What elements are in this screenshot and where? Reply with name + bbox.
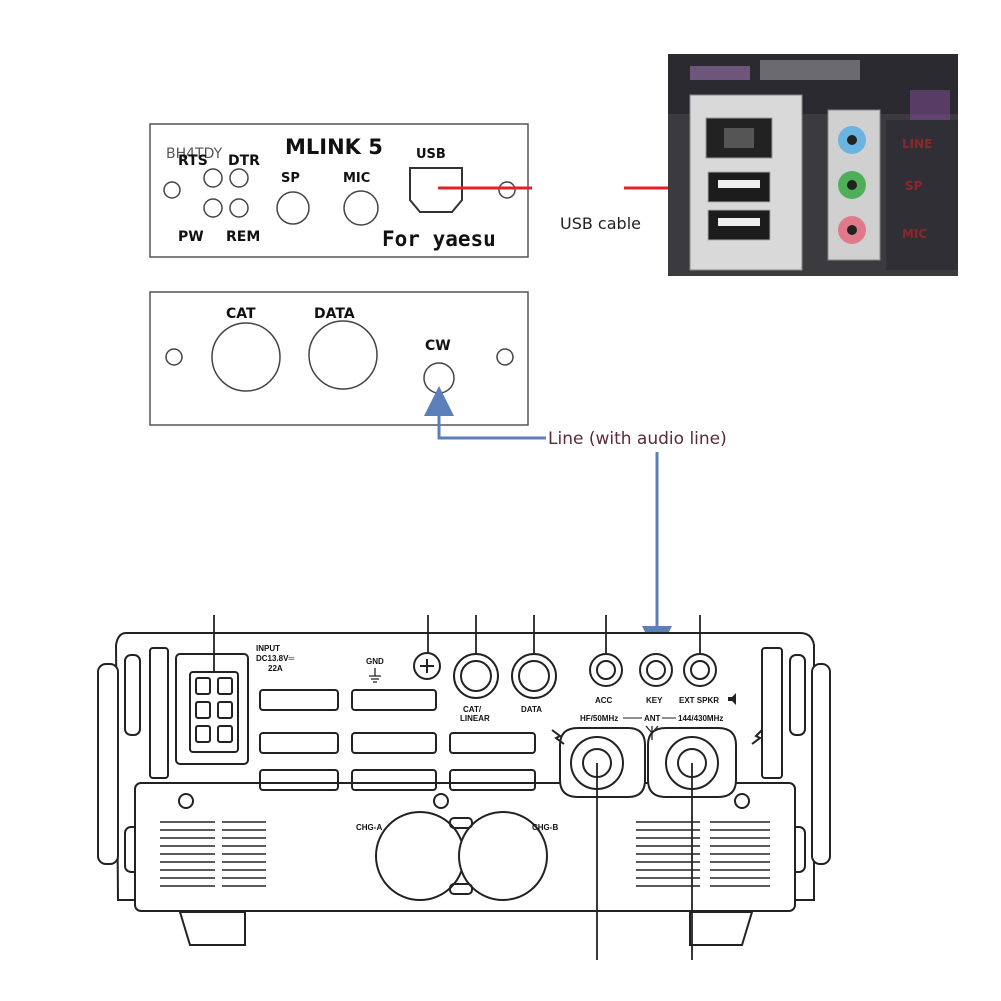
input-voltage-label: DC13.8V═ (256, 654, 294, 663)
key-label: KEY (646, 696, 663, 705)
mlink-front-panel: BH4TDY RTS DTR MLINK 5 USB SP MIC PW REM… (149, 123, 529, 258)
mic-jack (343, 190, 379, 226)
rem-label: REM (226, 229, 260, 245)
usb-cable-label: USB cable (560, 214, 641, 233)
cw-jack (423, 362, 455, 394)
screw (433, 793, 449, 809)
input-label: INPUT (256, 644, 280, 653)
usb-b-port (409, 167, 463, 213)
ground-symbol-icon (369, 668, 381, 683)
antenna-symbol-icon (645, 725, 659, 740)
data-port-label: DATA (314, 306, 355, 322)
device-subtitle: For yaesu (382, 227, 496, 251)
dc-power-connector (189, 671, 239, 753)
line-label: Line (with audio line) (548, 429, 727, 449)
cat-port-label: CAT (226, 306, 256, 322)
ext-spkr-label: EXT SPKR (679, 696, 719, 705)
vent-grille-left (160, 821, 266, 887)
acc-jack (589, 653, 623, 687)
radio-rear-panel (97, 615, 831, 960)
radio-labels: INPUT DC13.8V═ 22A GND CAT/ LINEAR DATA … (256, 644, 763, 832)
chg-b-opening (458, 811, 548, 901)
hf-50mhz-label: HF/50MHz (580, 714, 618, 723)
key-jack (639, 653, 673, 687)
mount-hole-left (163, 181, 181, 199)
radio-foot-right (689, 911, 754, 946)
radio-data-label: DATA (521, 705, 542, 714)
callout-leader-lines (213, 615, 701, 960)
vhf-uhf-label: 144/430MHz (678, 714, 723, 723)
rts-label: RTS (178, 153, 208, 169)
vent-grille-right (636, 821, 770, 887)
mount-hole-right (496, 348, 514, 366)
lightning-icon-left (551, 729, 565, 745)
mount-hole-right (498, 181, 516, 199)
chg-b-label: CHG-B (532, 823, 558, 832)
cw-wire-to-mlink (424, 386, 546, 440)
speaker-icon (728, 693, 736, 705)
pw-label: PW (178, 229, 204, 245)
motherboard-port-label: MIC (902, 227, 927, 241)
radio-foot-left (178, 911, 246, 946)
device-title: MLINK 5 (285, 135, 383, 159)
cat-linear-label-1: CAT/ (463, 705, 482, 714)
usb-label: USB (416, 147, 446, 162)
input-current-label: 22A (268, 664, 283, 673)
screw (734, 793, 750, 809)
mlink-rear-panel: CAT DATA CW (149, 291, 529, 426)
dtr-led (229, 168, 249, 188)
data-din-port (308, 320, 378, 390)
motherboard-port-label: LINE (902, 137, 932, 151)
sp-label: SP (281, 171, 300, 186)
cat-linear-label-2: LINEAR (460, 714, 490, 723)
chg-a-label: CHG-A (356, 823, 382, 832)
rts-led (203, 168, 223, 188)
motherboard-port-label: SP (905, 179, 923, 193)
radio-side-handle-left (97, 663, 119, 865)
gnd-label: GND (366, 657, 384, 666)
radio-side-handle-right (811, 663, 831, 865)
lightning-icon-right (751, 729, 763, 745)
rem-led (229, 198, 249, 218)
mic-label: MIC (343, 171, 370, 186)
dtr-label: DTR (228, 153, 260, 169)
overlay-watermark-text: BH4TDY (166, 146, 223, 162)
acc-label: ACC (595, 696, 613, 705)
cw-port-label: CW (425, 338, 451, 354)
cat-din-port (211, 322, 281, 392)
cw-line-connection: Line (with audio line) (424, 386, 727, 656)
ext-spkr-jack (683, 653, 717, 687)
screw (178, 793, 194, 809)
sp-jack (276, 191, 310, 225)
motherboard-io-photo: LINE SP MIC (668, 54, 958, 276)
pw-led (203, 198, 223, 218)
ant-label: ANT (644, 714, 661, 723)
mount-hole-left (165, 348, 183, 366)
